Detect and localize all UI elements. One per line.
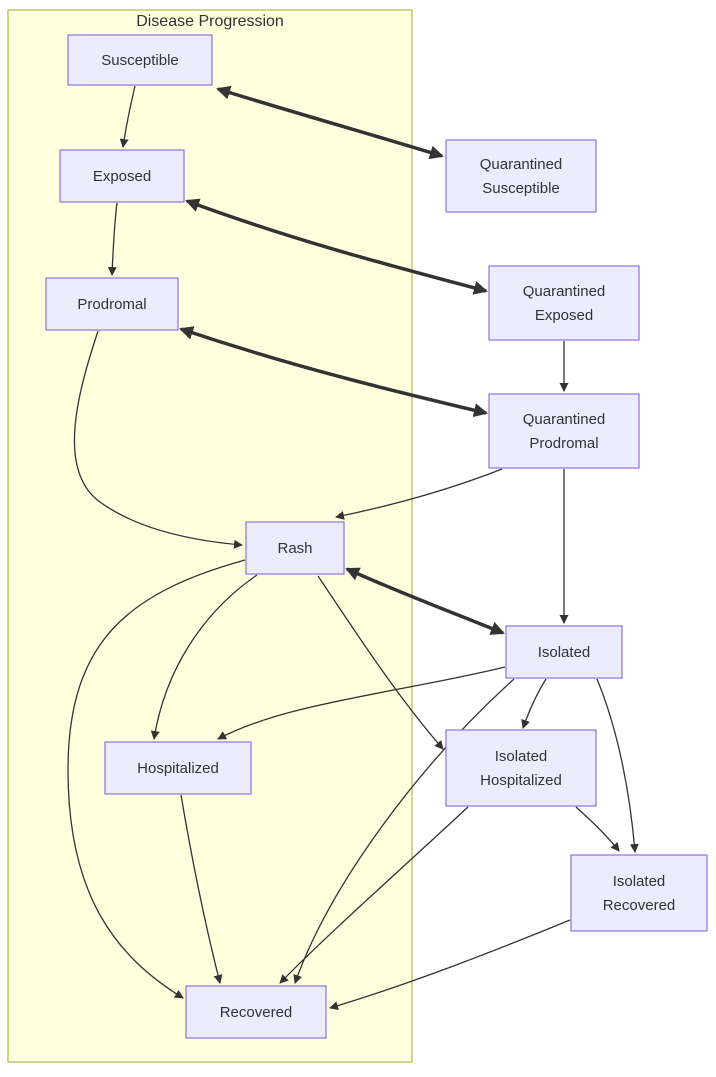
- edge-rash-hospitalized: [150, 574, 258, 740]
- edge-isolated-isolated_recovered: [596, 678, 639, 853]
- edge-prodromal-q_prodromal: [179, 326, 488, 418]
- node-exposed-label: Exposed: [93, 168, 151, 185]
- node-exposed-box: [59, 149, 185, 203]
- node-prodromal-label: Prodromal: [77, 296, 146, 313]
- edge-rash-isolated: [345, 567, 505, 635]
- edge-susceptible-q_susceptible: [216, 85, 444, 160]
- edge-rash-recovered: [67, 559, 246, 999]
- node-prodromal: Prodromal: [45, 277, 179, 331]
- edge-exposed-prodromal: [107, 202, 118, 276]
- edge-layer: [67, 85, 639, 1011]
- edge-prodromal-rash: [73, 330, 243, 549]
- edge-hospitalized-recovered: [180, 794, 223, 984]
- subgraph-title: Disease Progression: [136, 13, 284, 30]
- node-isolated_recovered-box: [570, 854, 708, 932]
- node-isolated-box: [505, 625, 623, 679]
- node-susceptible: Susceptible: [67, 34, 213, 86]
- node-q_prodromal-box: [488, 393, 640, 469]
- node-exposed: Exposed: [59, 149, 185, 203]
- edge-isolated_hospitalized-isolated_recovered: [575, 806, 620, 852]
- node-q_susceptible-box: [445, 139, 597, 213]
- node-layer: SusceptibleExposedProdromalRashHospitali…: [45, 34, 708, 1039]
- edge-isolated-isolated_hospitalized: [521, 678, 547, 729]
- node-q_exposed-box: [488, 265, 640, 341]
- edge-isolated_recovered-recovered: [329, 919, 571, 1011]
- node-recovered-box: [185, 985, 327, 1039]
- node-rash-box: [245, 521, 345, 575]
- edge-q_prodromal-rash: [335, 468, 503, 520]
- edge-susceptible-exposed: [119, 85, 136, 148]
- edge-exposed-q_exposed: [185, 198, 488, 295]
- node-rash: Rash: [245, 521, 345, 575]
- node-isolated: Isolated: [505, 625, 623, 679]
- node-susceptible-label: Susceptible: [101, 52, 179, 69]
- node-hospitalized-box: [104, 741, 252, 795]
- node-prodromal-box: [45, 277, 179, 331]
- node-recovered: Recovered: [185, 985, 327, 1039]
- node-hospitalized: Hospitalized: [104, 741, 252, 795]
- node-susceptible-box: [67, 34, 213, 86]
- node-hospitalized-label: Hospitalized: [137, 760, 219, 777]
- edge-isolated-hospitalized: [217, 666, 506, 740]
- edge-isolated-recovered: [293, 678, 515, 984]
- node-isolated_hospitalized-box: [445, 729, 597, 807]
- edge-isolated_hospitalized-recovered: [279, 806, 469, 984]
- node-isolated-label: Isolated: [538, 644, 591, 661]
- node-recovered-label: Recovered: [220, 1004, 293, 1021]
- edge-rash-isolated_hospitalized: [317, 575, 444, 750]
- node-rash-label: Rash: [277, 540, 312, 557]
